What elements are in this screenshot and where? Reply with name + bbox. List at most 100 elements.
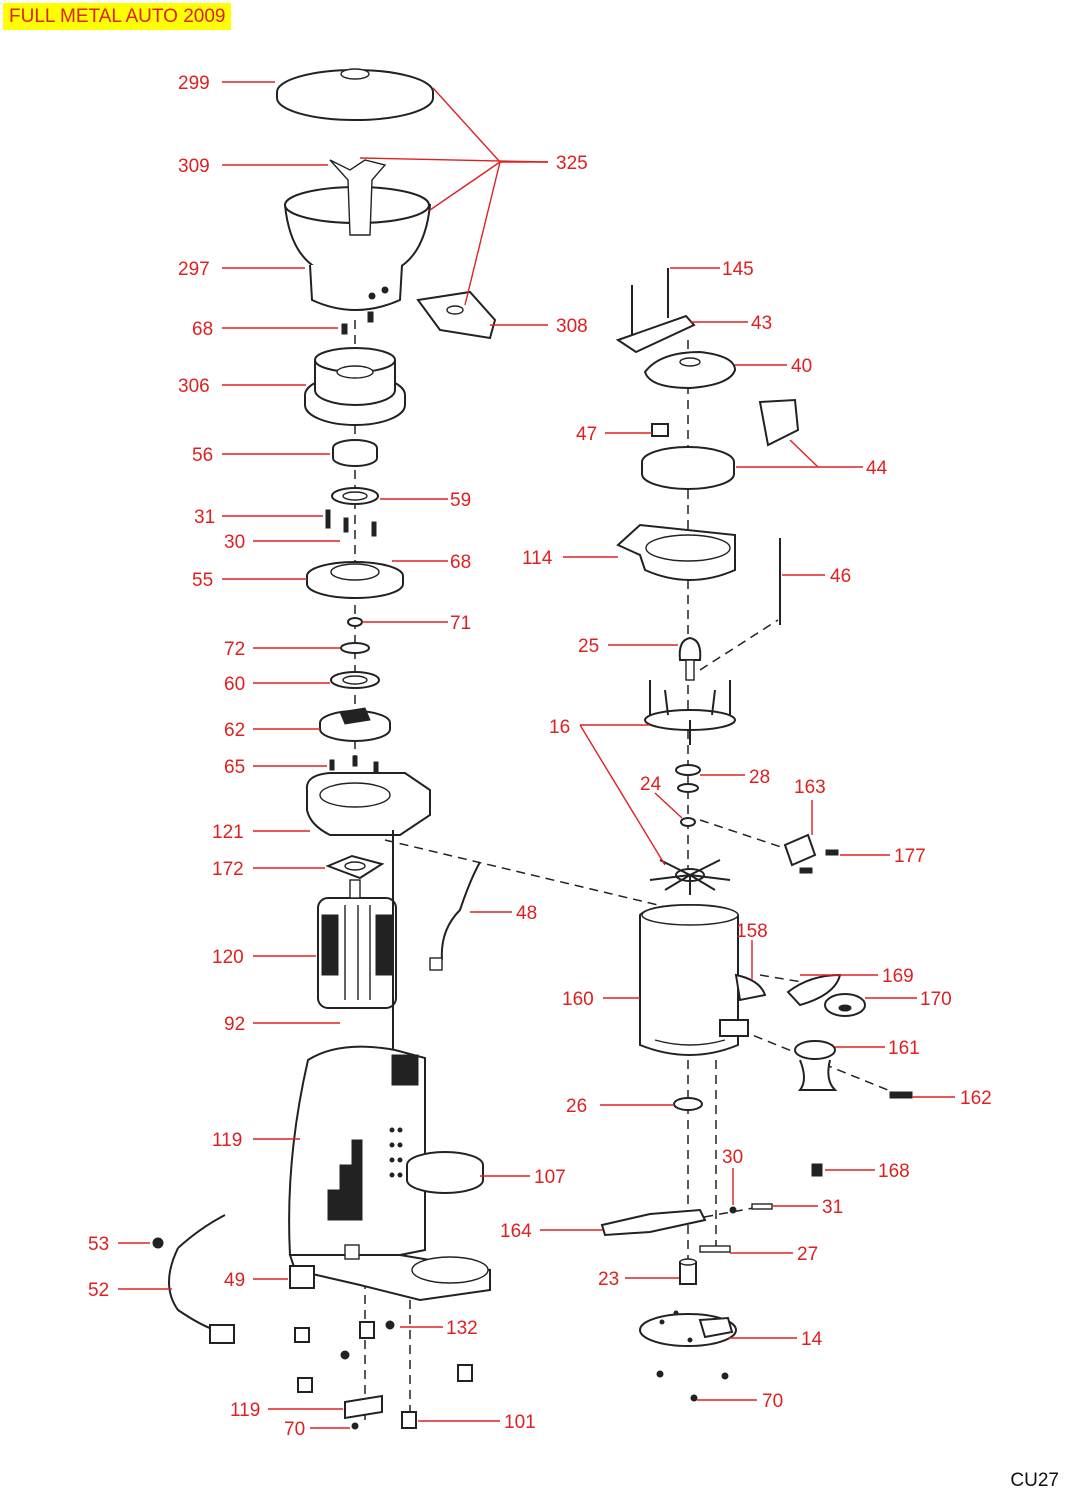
label-49: 49 bbox=[224, 1270, 245, 1291]
label-169: 169 bbox=[882, 966, 914, 987]
part-labels: 299 309 325 297 308 68 306 56 59 31 30 6… bbox=[88, 73, 992, 1440]
label-52: 52 bbox=[88, 1280, 109, 1301]
label-68b: 68 bbox=[450, 552, 471, 573]
label-297: 297 bbox=[178, 259, 210, 280]
label-158: 158 bbox=[736, 921, 768, 942]
label-43: 43 bbox=[751, 313, 772, 334]
part-65-screws bbox=[329, 755, 379, 773]
part-101-foot bbox=[401, 1411, 417, 1429]
label-145: 145 bbox=[722, 259, 754, 280]
label-26: 26 bbox=[566, 1096, 587, 1117]
label-14: 14 bbox=[801, 1329, 823, 1350]
label-60: 60 bbox=[224, 674, 245, 695]
part-306-adjustment-ring bbox=[304, 347, 406, 426]
label-30b: 30 bbox=[722, 1147, 743, 1168]
label-30a: 30 bbox=[224, 532, 245, 553]
label-92: 92 bbox=[224, 1014, 245, 1035]
part-26-spring bbox=[673, 1097, 703, 1111]
part-49-switch bbox=[289, 1265, 315, 1289]
bracket-axis bbox=[699, 819, 791, 851]
label-62: 62 bbox=[224, 720, 245, 741]
part-107-cup-ring bbox=[406, 1151, 484, 1194]
diagram-title: FULL METAL AUTO 2009 bbox=[3, 3, 232, 30]
leader-lines-right bbox=[540, 267, 955, 1401]
label-48: 48 bbox=[516, 903, 537, 924]
label-161: 161 bbox=[888, 1038, 920, 1059]
part-114-doser-base bbox=[616, 523, 736, 581]
motor-to-body-axis bbox=[384, 839, 701, 916]
label-162: 162 bbox=[960, 1088, 992, 1109]
part-68-screws bbox=[341, 311, 374, 335]
label-25: 25 bbox=[578, 636, 599, 657]
label-23: 23 bbox=[598, 1269, 619, 1290]
label-71: 71 bbox=[450, 613, 471, 634]
label-65: 65 bbox=[224, 757, 245, 778]
part-31-screw bbox=[751, 1203, 773, 1210]
label-114: 114 bbox=[522, 548, 553, 569]
label-101: 101 bbox=[504, 1412, 536, 1433]
label-308: 308 bbox=[556, 316, 588, 337]
part-297-bean-hopper bbox=[283, 159, 432, 311]
part-161-spout bbox=[794, 1040, 838, 1091]
part-44-flap bbox=[758, 398, 800, 447]
part-43-bracket bbox=[615, 314, 696, 354]
label-16: 16 bbox=[549, 717, 570, 738]
part-120-motor bbox=[317, 879, 397, 1009]
part-71-nut bbox=[347, 617, 363, 627]
part-27-spring bbox=[699, 1245, 731, 1253]
part-121-grinding-chamber bbox=[305, 772, 431, 836]
part-56-bushing bbox=[332, 439, 378, 467]
label-132: 132 bbox=[446, 1318, 478, 1339]
part-47-magnet bbox=[651, 423, 669, 437]
part-168-clip bbox=[811, 1163, 823, 1177]
label-177: 177 bbox=[894, 846, 926, 867]
part-30-pin bbox=[729, 1206, 737, 1214]
label-24: 24 bbox=[640, 774, 662, 795]
part-70-screw-left bbox=[351, 1422, 359, 1430]
label-47: 47 bbox=[576, 424, 597, 445]
part-72-washer bbox=[340, 642, 370, 654]
label-120: 120 bbox=[212, 947, 244, 968]
part-48-cable bbox=[429, 861, 481, 971]
part-16-lower-star bbox=[649, 859, 731, 895]
part-44-ring bbox=[641, 446, 735, 490]
label-164: 164 bbox=[500, 1221, 532, 1242]
label-170: 170 bbox=[920, 989, 952, 1010]
part-160-doser-housing bbox=[639, 903, 767, 1056]
part-23-actuator bbox=[679, 1258, 697, 1285]
part-177-screws bbox=[799, 849, 839, 874]
part-132-feet bbox=[294, 1320, 473, 1393]
label-306: 306 bbox=[178, 376, 210, 397]
label-31a: 31 bbox=[194, 507, 215, 528]
part-164-lever bbox=[600, 1208, 707, 1237]
part-40-cover-disc bbox=[643, 350, 737, 390]
label-70a: 70 bbox=[284, 1419, 305, 1440]
label-68a: 68 bbox=[192, 319, 213, 340]
agitator-to-hopper-axis bbox=[699, 619, 779, 671]
label-72: 72 bbox=[224, 639, 245, 660]
label-299: 299 bbox=[178, 73, 210, 94]
part-60-bearing bbox=[330, 671, 380, 689]
label-46: 46 bbox=[830, 566, 851, 587]
label-163: 163 bbox=[794, 777, 826, 798]
label-28: 28 bbox=[749, 767, 770, 788]
part-162-screw bbox=[889, 1091, 913, 1099]
label-70b: 70 bbox=[762, 1391, 783, 1412]
label-119a: 119 bbox=[212, 1130, 242, 1151]
part-145-long-screws bbox=[631, 268, 669, 340]
label-121: 121 bbox=[212, 822, 244, 843]
label-107: 107 bbox=[534, 1167, 566, 1188]
part-62-lower-burr bbox=[319, 707, 391, 742]
part-25-knob bbox=[678, 636, 702, 681]
part-52-power-cord bbox=[152, 1214, 235, 1344]
label-44: 44 bbox=[866, 458, 888, 479]
part-59-bearing bbox=[331, 487, 379, 505]
part-170-cap bbox=[824, 993, 866, 1017]
part-14-doser-base-plate bbox=[639, 1310, 737, 1347]
part-16-upper-star bbox=[644, 680, 736, 745]
label-56: 56 bbox=[192, 445, 213, 466]
label-40: 40 bbox=[791, 356, 812, 377]
part-55-burr-carrier bbox=[306, 561, 404, 599]
spout-axis bbox=[739, 1029, 901, 1096]
